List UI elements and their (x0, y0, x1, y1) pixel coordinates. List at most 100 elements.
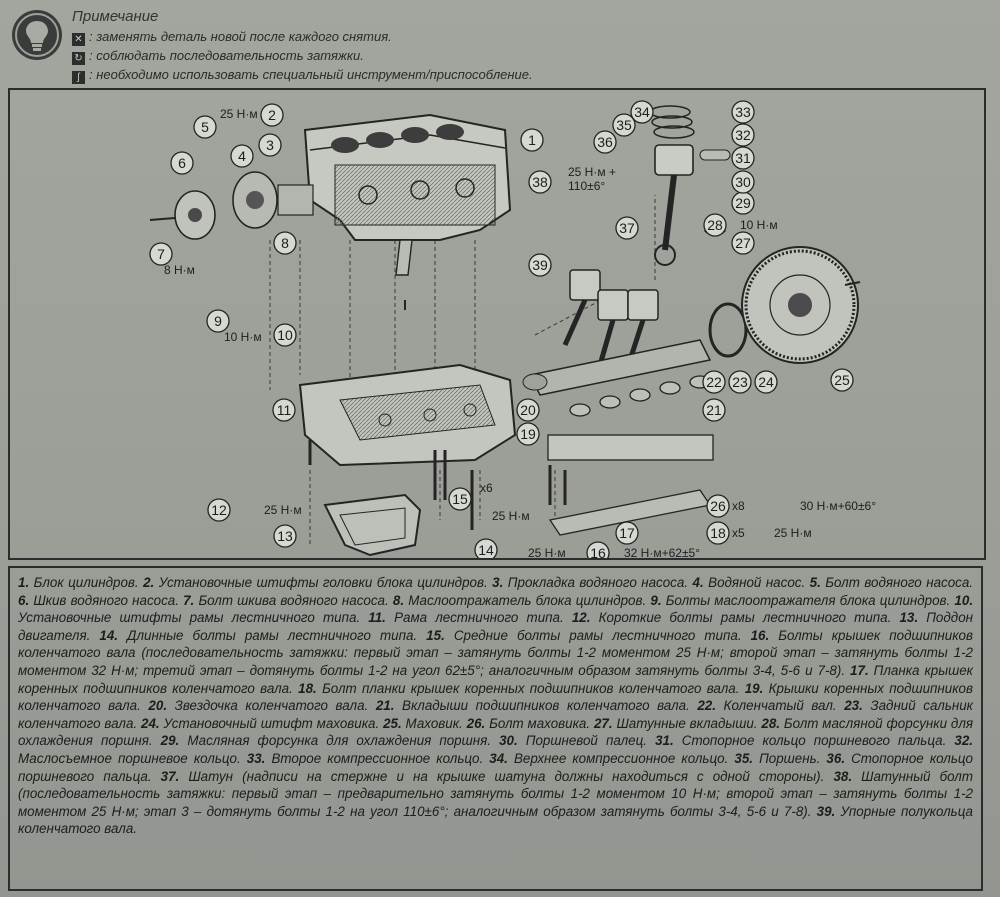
note-title: Примечание (72, 8, 159, 25)
legend-text: Задний сальник коленчатого вала. (18, 698, 973, 731)
legend-number: 18. (298, 680, 323, 696)
legend-number: 12. (571, 610, 599, 626)
legend-number: 31. (655, 733, 682, 749)
legend-number: 38. (833, 768, 862, 784)
torque-38b: 110±6° (568, 179, 605, 193)
callout-28: 28 (703, 213, 727, 237)
svg-text:14: 14 (478, 542, 494, 558)
torque-12: 25 Н·м (264, 503, 302, 517)
callout-3: 3 (258, 133, 282, 157)
legend-text: Болт масляной форсунки для охлаждения по… (18, 715, 974, 749)
svg-text:37: 37 (619, 220, 635, 236)
svg-text:1: 1 (528, 132, 536, 148)
svg-text:15: 15 (452, 491, 468, 507)
crankshaft-pistons-drawing (522, 269, 748, 396)
note-line-text: : заменять деталь новой после каждого сн… (89, 29, 392, 44)
cylinder-block-drawing (303, 113, 512, 241)
legend-text: Звездочка коленчатого вала. (174, 698, 376, 714)
legend-text: Болт планки крышек коренных подшипников … (322, 680, 745, 696)
note-line-sequence: ↻: соблюдать последовательность затяжки. (72, 48, 364, 65)
legend-number: 28. (761, 715, 784, 731)
svg-text:36: 36 (597, 134, 613, 150)
legend-number: 5. (809, 575, 826, 590)
callout-18: 18 (706, 521, 730, 545)
svg-text:19: 19 (520, 426, 536, 442)
svg-text:29: 29 (735, 195, 751, 211)
flywheel-drawing (741, 246, 861, 364)
svg-text:28: 28 (707, 217, 723, 233)
svg-text:39: 39 (532, 257, 548, 273)
legend-text: Болт водяного насоса. (825, 575, 974, 590)
note-line-tool: ʃ: необходимо использовать специальный и… (72, 67, 533, 84)
x-15: x6 (480, 481, 493, 495)
callout-14: 14 (474, 538, 498, 558)
svg-text:16: 16 (590, 545, 606, 558)
callout-12: 12 (207, 498, 231, 522)
legend-text: Маховик. (405, 715, 467, 731)
svg-text:11: 11 (277, 402, 292, 418)
legend-number: 25. (383, 715, 406, 731)
callout-1: 1 (520, 128, 544, 152)
legend-text: Вкладыши подшипников коленчатого вала. (402, 698, 698, 714)
callout-23: 23 (728, 370, 752, 394)
callout-27: 27 (731, 231, 755, 255)
legend-number: 16. (750, 627, 779, 643)
svg-text:8: 8 (281, 235, 289, 251)
svg-text:35: 35 (616, 117, 632, 133)
legend-number: 2. (143, 575, 159, 590)
svg-text:34: 34 (634, 104, 650, 120)
legend-text: Крышки коренных подшипников коленчатого … (18, 680, 973, 714)
bearings-drawing (547, 375, 714, 536)
torque-18: 25 Н·м (774, 526, 812, 540)
torque-9: 10 Н·м (224, 330, 262, 344)
legend-number: 11. (368, 610, 395, 626)
x-26: x8 (732, 499, 745, 513)
callout-6: 6 (170, 151, 194, 175)
legend-caption: 1. Блок цилиндров. 2. Установочные штифт… (8, 566, 983, 891)
svg-text:3: 3 (266, 137, 274, 153)
callout-17: 17 (615, 521, 639, 545)
svg-text:12: 12 (211, 502, 227, 518)
note-line-replace: ✕: заменять деталь новой после каждого с… (72, 29, 392, 46)
legend-text: Маслоотражатель блока цилиндров. (408, 592, 651, 608)
svg-text:10: 10 (277, 327, 293, 343)
legend-number: 14. (99, 627, 128, 643)
legend-number: 29. (160, 733, 188, 749)
legend-text: Рама лестничного типа. (394, 610, 572, 626)
legend-number: 37. (160, 768, 189, 784)
legend-text: Болт маховика. (489, 715, 594, 731)
callout-22: 22 (702, 370, 726, 394)
svg-text:26: 26 (710, 498, 726, 514)
legend-number: 3. (492, 575, 508, 590)
legend-number: 27. (593, 715, 617, 731)
svg-text:13: 13 (277, 528, 293, 544)
legend-text: Средние болты рамы лестничного типа. (453, 627, 751, 643)
torque-7: 8 Н·м (164, 263, 195, 277)
callout-15: 15 (448, 487, 472, 511)
legend-number: 21. (375, 698, 403, 714)
legend-number: 39. (816, 803, 841, 819)
callout-33: 33 (731, 100, 755, 124)
legend-number: 34. (489, 750, 514, 766)
legend-text: Шатунный болт (последовательность затяжк… (18, 768, 973, 819)
svg-text:33: 33 (735, 104, 751, 120)
legend-text: Поршневой палец. (525, 733, 656, 749)
torque-38a: 25 Н·м + (568, 165, 616, 179)
legend-text: Блок цилиндров. (33, 575, 144, 590)
oil-baffle-drawing (395, 239, 413, 310)
svg-text:31: 31 (735, 150, 751, 166)
callout-34: 34 (630, 100, 654, 124)
callout-26: 26 (706, 494, 730, 518)
piston-assembly-drawing (649, 105, 731, 266)
callout-group: 1 2 3 4 5 6 7 8 9 10 11 12 13 14 15 16 1… (149, 100, 854, 558)
callout-9: 9 (206, 309, 230, 333)
note-line-text: : необходимо использовать специальный ин… (89, 67, 533, 82)
torque-labels: 25 Н·м 8 Н·м 10 Н·м 25 Н·м 25 Н·м x6 25 … (164, 107, 876, 558)
legend-text: Планка крышек коренных подшипников колен… (18, 662, 973, 696)
legend-text: Поддон двигателя. (18, 610, 974, 643)
legend-number: 22. (697, 698, 724, 714)
legend-number: 9. (650, 592, 666, 608)
legend-text: Второе компрессионное кольцо. (271, 750, 490, 766)
callout-4: 4 (230, 144, 254, 168)
